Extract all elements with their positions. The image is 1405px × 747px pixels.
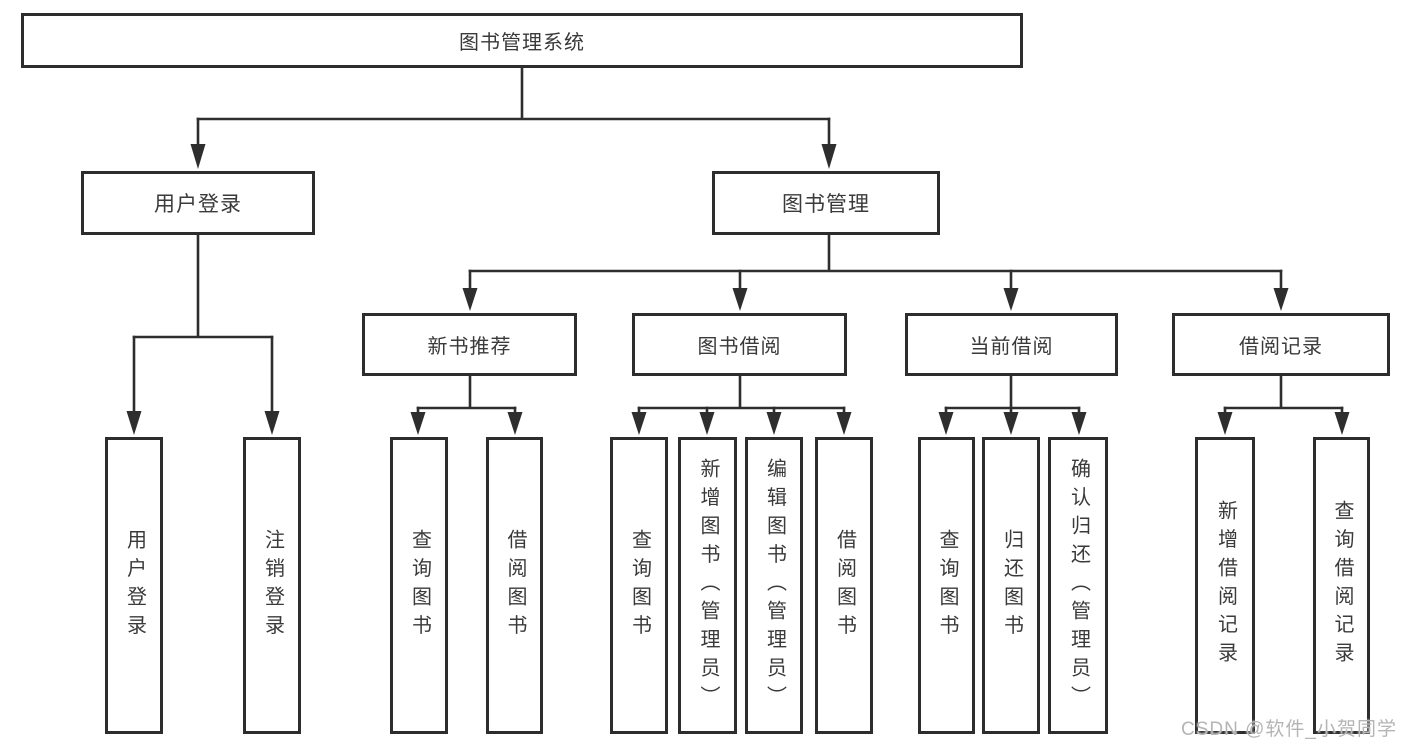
leaf-borrow-books-recommend: 借阅图书: [486, 437, 543, 734]
leaf-user-login-label: 用户登录: [123, 528, 146, 643]
leaf-add-book-admin-label: 新增图书（管理员）: [697, 457, 719, 714]
leaf-user-login: 用户登录: [105, 437, 163, 734]
leaf-return-book: 归还图书: [982, 437, 1040, 734]
node-new-book-recommendation: 新书推荐: [362, 313, 577, 376]
leaf-query-books-current: 查询图书: [918, 437, 975, 734]
leaf-query-borrow-record-label: 查询借阅记录: [1331, 500, 1353, 671]
leaf-add-book-admin: 新增图书（管理员）: [678, 437, 737, 734]
leaf-query-books-borrowing: 查询图书: [610, 437, 668, 734]
leaf-edit-book-admin-label: 编辑图书（管理员）: [763, 457, 786, 714]
leaf-add-borrow-record: 新增借阅记录: [1195, 437, 1255, 734]
node-borrowing-records-label: 借阅记录: [1239, 336, 1323, 358]
leaf-logout-label: 注销登录: [261, 528, 284, 643]
node-user-login-label: 用户登录: [154, 193, 242, 216]
leaf-query-books-current-label: 查询图书: [936, 528, 958, 643]
leaf-query-books-recommend-label: 查询图书: [408, 528, 431, 643]
node-user-login: 用户登录: [81, 171, 315, 235]
node-book-management-label: 图书管理: [782, 193, 870, 216]
leaf-query-books-borrowing-label: 查询图书: [628, 528, 651, 643]
node-current-borrowing-label: 当前借阅: [969, 336, 1054, 358]
leaf-query-books-recommend: 查询图书: [390, 437, 448, 734]
node-root: 图书管理系统: [21, 13, 1023, 68]
leaf-confirm-return-admin: 确认归还（管理员）: [1048, 437, 1108, 734]
leaf-return-book-label: 归还图书: [1000, 528, 1023, 643]
leaf-logout: 注销登录: [243, 437, 301, 734]
node-book-management: 图书管理: [712, 171, 940, 235]
node-current-borrowing: 当前借阅: [905, 313, 1118, 376]
leaf-borrow-books-borrowing-label: 借阅图书: [833, 528, 856, 643]
leaf-confirm-return-admin-label: 确认归还（管理员）: [1067, 457, 1090, 714]
leaf-borrow-books-borrowing: 借阅图书: [815, 437, 873, 734]
leaf-add-borrow-record-label: 新增借阅记录: [1214, 500, 1237, 671]
node-borrowing-records: 借阅记录: [1172, 313, 1390, 376]
node-new-book-recommendation-label: 新书推荐: [427, 336, 512, 358]
leaf-borrow-books-recommend-label: 借阅图书: [504, 528, 526, 643]
node-book-borrowing-label: 图书借阅: [697, 336, 782, 358]
watermark: CSDN @软件_小贺同学: [1181, 719, 1397, 740]
node-root-label: 图书管理系统: [459, 32, 585, 54]
node-book-borrowing: 图书借阅: [632, 313, 847, 376]
leaf-query-borrow-record: 查询借阅记录: [1313, 437, 1370, 734]
leaf-edit-book-admin: 编辑图书（管理员）: [745, 437, 803, 734]
